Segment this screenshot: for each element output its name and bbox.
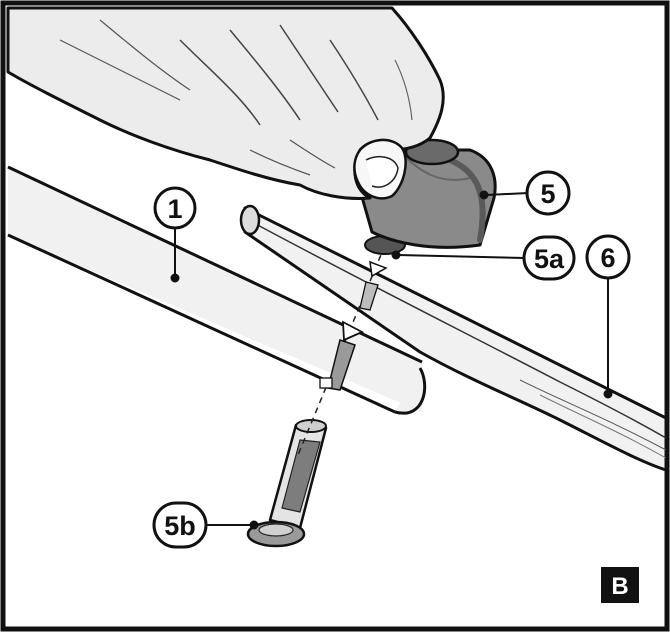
callout-5-label: 5 xyxy=(540,179,555,209)
panel-badge: B xyxy=(601,567,639,603)
callout-6: 6 xyxy=(585,234,631,280)
callout-5b-label: 5b xyxy=(164,511,196,541)
callout-5: 5 xyxy=(525,170,571,216)
hand-icon xyxy=(6,6,445,200)
insertion-axis xyxy=(297,244,388,456)
callout-5a: 5a xyxy=(522,235,576,281)
callout-5b: 5b xyxy=(152,501,208,549)
callout-1: 1 xyxy=(153,186,197,230)
bolt-icon xyxy=(246,419,328,548)
leader-lines xyxy=(170,190,613,530)
callout-5a-label: 5a xyxy=(534,244,565,274)
callout-1-label: 1 xyxy=(167,194,182,224)
tube-icon xyxy=(7,165,427,415)
panel-letter: B xyxy=(611,573,628,600)
callout-6-label: 6 xyxy=(600,243,615,273)
rail-icon xyxy=(239,204,668,472)
